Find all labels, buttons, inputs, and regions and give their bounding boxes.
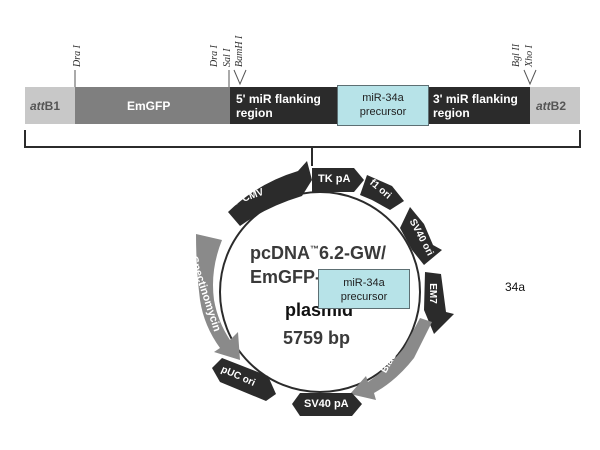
blasticidin-arrow [350,318,432,400]
plasmid-name-line2: EmGFP- [250,267,322,287]
pcmv-arrow [228,161,312,226]
attb1-segment [25,87,75,124]
sv40pa-arrow [292,393,362,416]
puc-arrow [212,358,276,401]
attb1-label: attB1 [30,99,61,113]
emgfp-label: EmGFP [127,99,171,113]
side-label: 34a [505,280,526,294]
emgfp-segment [75,87,230,124]
sv40ori-arrow [400,207,442,265]
cassette-bracket [24,130,581,148]
tkpa-arrow [312,168,364,192]
sv40pa-label: SV40 pA [304,398,349,410]
attb2-label: attB2 [536,99,567,113]
em7-arrow [424,272,454,334]
em7-label: EM7 [426,283,438,304]
plasmid-size: 5759 bp [283,328,351,348]
tkpa-label: TK pA [318,173,351,185]
f1ori-arrow [360,175,404,210]
site-ticks [74,69,537,87]
spectinomycin-arrow [196,234,240,360]
plasmid-name-line1: pcDNA™6.2-GW/ [250,243,387,263]
attb2-segment [530,87,580,124]
